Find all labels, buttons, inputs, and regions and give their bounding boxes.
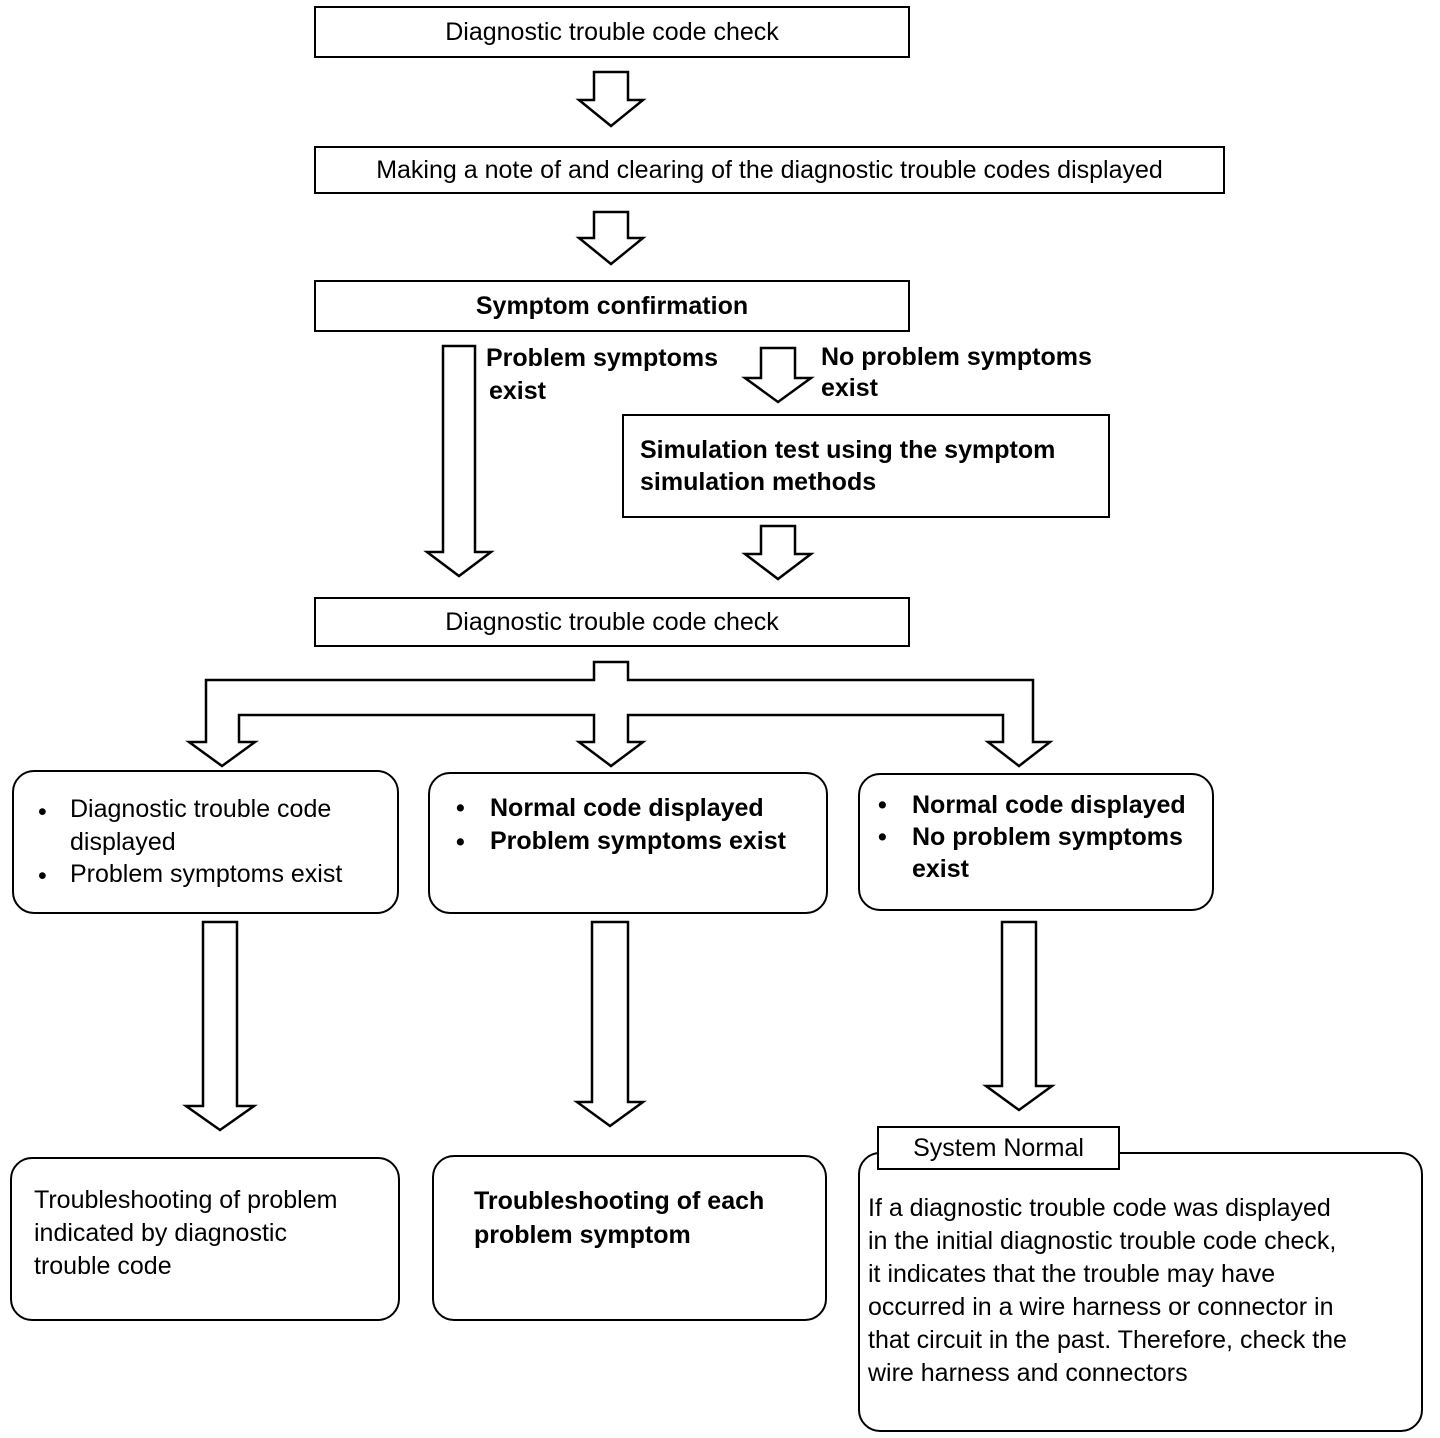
system-normal-line-6: wire harness and connectors [868, 1359, 1188, 1387]
arrow-step2-to-step3 [575, 210, 647, 266]
result1-line-1: Troubleshooting of problem [34, 1186, 338, 1214]
result1-line-2: indicated by diagnostic [34, 1219, 287, 1247]
result2-line-2: problem symptom [474, 1221, 691, 1249]
case3-bullet1-line1: Normal code displayed [912, 791, 1186, 819]
label-problem-symptoms-exist-2: exist [489, 377, 546, 405]
step-diagnostic-code-check-second: Diagnostic trouble code check [314, 597, 910, 647]
label-no-problem-symptoms-1: No problem symptoms [821, 343, 1092, 371]
arrow-no-problem-down [741, 346, 815, 404]
arrow-problem-exist-down [423, 344, 495, 578]
case-normal-code-problem-exists: • Normal code displayed • Problem sympto… [428, 772, 828, 914]
step-label: Making a note of and clearing of the dia… [376, 155, 1163, 184]
system-normal-line-5: that circuit in the past. Therefore, che… [868, 1326, 1347, 1354]
bullet-dot: • [38, 798, 47, 826]
case3-bullet2-line2: exist [912, 855, 969, 883]
arrow-split-three-way [185, 660, 1054, 768]
result1-line-3: trouble code [34, 1252, 172, 1280]
arrow-step1-to-step2 [575, 70, 647, 128]
result2-line-1: Troubleshooting of each [474, 1187, 765, 1215]
case2-bullet2-line1: Problem symptoms exist [490, 827, 786, 855]
system-normal-line-1: If a diagnostic trouble code was display… [868, 1194, 1331, 1222]
bullet-dot: • [878, 823, 887, 851]
system-normal-line-3: it indicates that the trouble may have [868, 1260, 1276, 1288]
label-problem-symptoms-exist-1: Problem symptoms [486, 344, 719, 372]
system-normal-line-2: in the initial diagnostic trouble code c… [868, 1227, 1337, 1255]
case-code-displayed-problem-exists: • Diagnostic trouble code displayed • Pr… [12, 770, 399, 914]
result-troubleshoot-each-symptom: Troubleshooting of each problem symptom [432, 1155, 827, 1321]
system-normal-title: System Normal [877, 1126, 1120, 1170]
simulation-line-1: Simulation test using the symptom [640, 436, 1056, 464]
case1-bullet2-line1: Problem symptoms exist [70, 860, 343, 888]
arrow-case1-down [182, 920, 258, 1132]
arrow-case2-down [573, 920, 647, 1128]
bullet-dot: • [456, 794, 465, 822]
system-normal-line-4: occurred in a wire harness or connector … [868, 1293, 1334, 1321]
bullet-dot: • [456, 828, 465, 856]
case2-bullet1-line1: Normal code displayed [490, 794, 764, 822]
result-troubleshoot-by-code: Troubleshooting of problem indicated by … [10, 1157, 400, 1321]
step-label: Diagnostic trouble code check [445, 17, 779, 46]
step-note-and-clear-codes: Making a note of and clearing of the dia… [314, 146, 1225, 194]
bullet-dot: • [38, 862, 47, 890]
step-label: Diagnostic trouble code check [445, 607, 779, 636]
system-normal-title-text: System Normal [913, 1133, 1084, 1162]
step-diagnostic-code-check-initial: Diagnostic trouble code check [314, 6, 910, 58]
bullet-dot: • [878, 791, 887, 819]
case3-bullet2-line1: No problem symptoms [912, 823, 1183, 851]
case-normal-code-no-problem: • Normal code displayed • No problem sym… [858, 773, 1214, 911]
case1-bullet1-line2: displayed [70, 828, 176, 856]
step-label: Symptom confirmation [475, 291, 749, 320]
arrow-simulation-down [741, 524, 815, 581]
step-simulation-test: Simulation test using the symptom simula… [622, 414, 1110, 518]
result-system-normal-note: If a diagnostic trouble code was display… [858, 1152, 1423, 1432]
case1-bullet1-line1: Diagnostic trouble code [70, 795, 332, 823]
step-symptom-confirmation: Symptom confirmation [314, 280, 910, 332]
simulation-line-2: simulation methods [640, 468, 877, 496]
arrow-case3-down [982, 920, 1056, 1112]
label-no-problem-symptoms-2: exist [821, 374, 878, 402]
